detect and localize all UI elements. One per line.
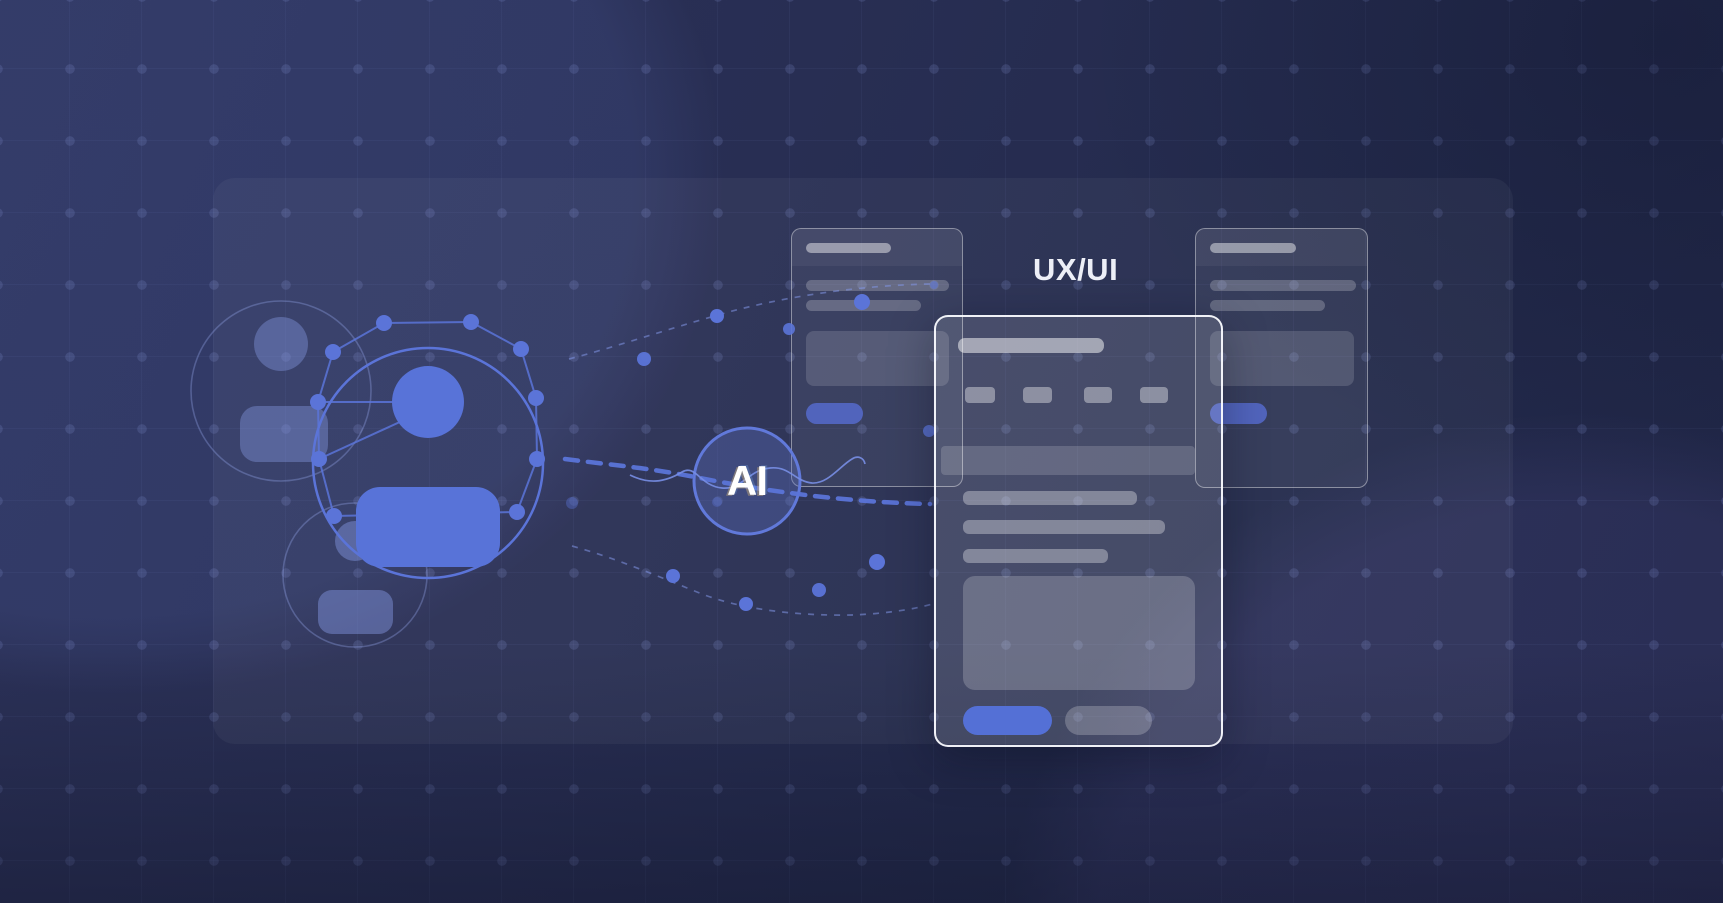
content-block-skeleton	[1210, 331, 1354, 386]
uxui-heading: UX/UI	[1033, 252, 1119, 287]
ai-node-label: AI	[727, 457, 768, 504]
content-block-skeleton	[806, 331, 949, 386]
card-header-band	[1196, 229, 1367, 266]
text-line-skeleton	[1210, 300, 1325, 311]
text-line-skeleton	[806, 300, 921, 311]
wireframe-card-right	[1195, 228, 1368, 488]
tab-chip-skeleton	[1084, 387, 1112, 403]
tab-chip-skeleton	[1140, 387, 1168, 403]
secondary-button-skeleton	[1065, 706, 1152, 735]
card-title-skeleton	[958, 338, 1104, 353]
text-line-skeleton	[1210, 280, 1356, 291]
card-title-skeleton	[806, 243, 891, 253]
content-block-skeleton	[963, 576, 1195, 690]
text-line-skeleton	[963, 520, 1165, 534]
primary-button-skeleton	[1210, 403, 1267, 424]
text-line-skeleton	[806, 280, 949, 291]
card-title-skeleton	[1210, 243, 1296, 253]
text-line-skeleton	[963, 549, 1108, 563]
primary-button-skeleton	[963, 706, 1052, 735]
text-line-skeleton	[963, 491, 1137, 505]
primary-button-skeleton	[806, 403, 863, 424]
tab-chip-skeleton	[965, 387, 995, 403]
tab-chip-skeleton	[1023, 387, 1052, 403]
card-header-band	[792, 229, 962, 266]
wireframe-card-front	[934, 315, 1223, 747]
section-band-skeleton	[941, 446, 1195, 475]
